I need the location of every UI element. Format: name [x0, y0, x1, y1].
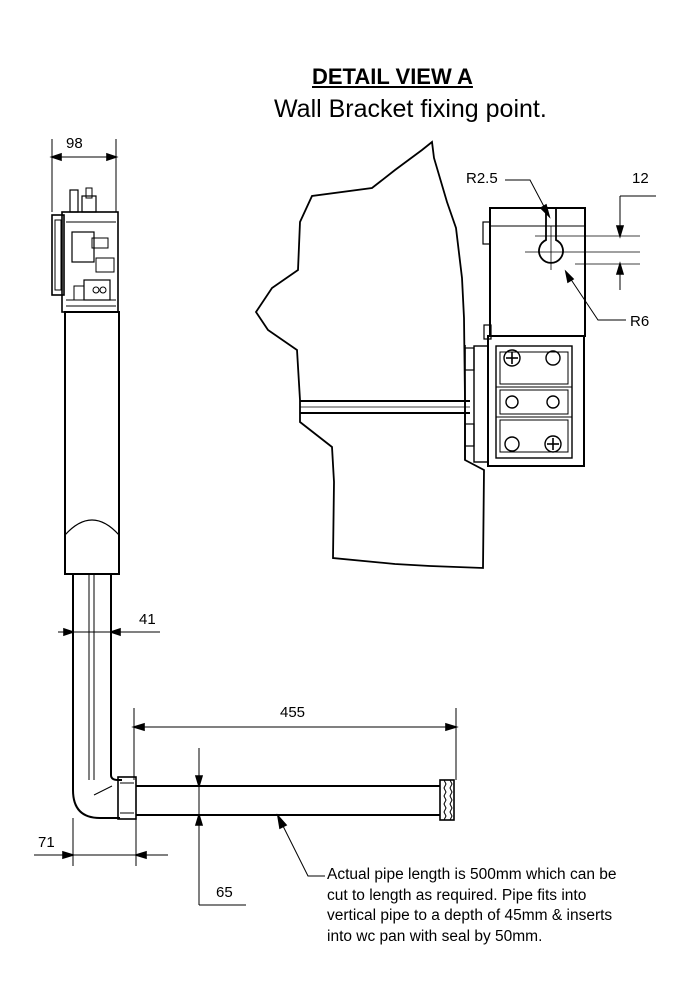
dim-71-label: 71: [38, 834, 55, 851]
pan-connector-pipe: [34, 708, 459, 906]
detail-view-a: [254, 140, 656, 569]
note-line: Actual pipe length is 500mm which can be: [327, 866, 617, 883]
detail-title: DETAIL VIEW A: [312, 64, 473, 89]
note-line: into wc pan with seal by 50mm.: [327, 927, 543, 945]
pipe-length-note: Actual pipe length is 500mm which can be…: [327, 865, 617, 947]
detail-subtitle: Wall Bracket fixing point.: [274, 95, 547, 123]
dim-r6-label: R6: [630, 313, 650, 330]
dim-65-label: 65: [216, 884, 233, 901]
dim-455-label: 455: [280, 704, 306, 721]
dim-r2-5-label: R2.5: [466, 170, 498, 187]
dim-41-label: 41: [139, 611, 156, 628]
note-line: vertical pipe to a depth of 45mm & inser…: [327, 907, 613, 924]
dim-12-label: 12: [632, 170, 649, 187]
dim-98-label: 98: [66, 135, 83, 152]
note-line: cut to length as required. Pipe fits int…: [327, 886, 587, 904]
cistern-side-view: [49, 139, 160, 819]
